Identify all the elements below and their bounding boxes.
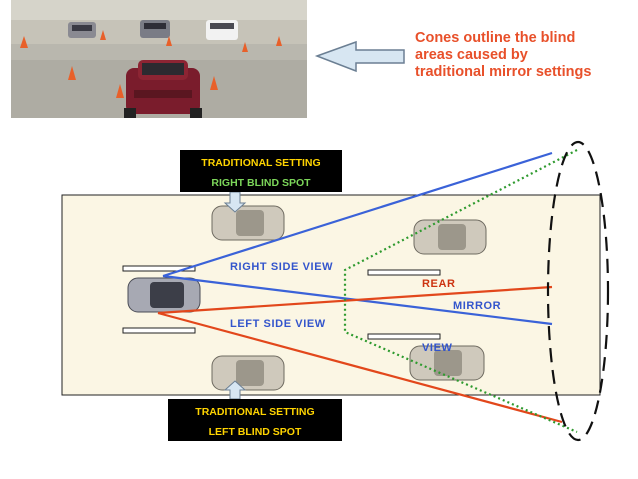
caption-line-3: traditional mirror settings (415, 64, 592, 80)
left-pointing-arrow-icon (314, 40, 405, 73)
rear-label: REAR (422, 278, 456, 290)
left-blind-spot-label: TRADITIONAL SETTING LEFT BLIND SPOT (168, 399, 342, 441)
left-side-view-line-upper (157, 285, 553, 315)
car-center-self (127, 277, 201, 313)
right-blind-spot-label: TRADITIONAL SETTING RIGHT BLIND SPOT (180, 150, 342, 192)
caption-line-2: areas caused by (415, 47, 528, 63)
car-bottom-left (211, 355, 285, 391)
left-blind-spot-pointer (223, 380, 247, 400)
right-blind-spot-subtitle: RIGHT BLIND SPOT (211, 177, 311, 189)
view-end-dashed-ellipse (546, 140, 610, 442)
lane-markers (122, 265, 441, 340)
right-blind-spot-pointer (223, 191, 247, 213)
left-side-view-line-lower (157, 311, 563, 424)
car-top-right (413, 219, 487, 255)
parking-lot-cones-photo (11, 0, 307, 118)
left-side-view-label: LEFT SIDE VIEW (230, 318, 326, 330)
rear-view-dotted-lines (343, 149, 578, 434)
car-top-left (211, 205, 285, 241)
right-side-view-label: RIGHT SIDE VIEW (230, 261, 334, 273)
view-label: VIEW (422, 342, 453, 354)
mirror-label: MIRROR (453, 300, 502, 312)
left-blind-spot-subtitle: LEFT BLIND SPOT (208, 426, 302, 438)
car-bottom-right (409, 345, 485, 381)
caption: Cones outline the blind areas caused by … (415, 30, 630, 81)
left-blind-spot-title: TRADITIONAL SETTING (195, 406, 315, 418)
caption-line-1: Cones outline the blind (415, 30, 576, 46)
right-side-view-line-upper (162, 151, 553, 278)
right-blind-spot-title: TRADITIONAL SETTING (201, 157, 321, 169)
